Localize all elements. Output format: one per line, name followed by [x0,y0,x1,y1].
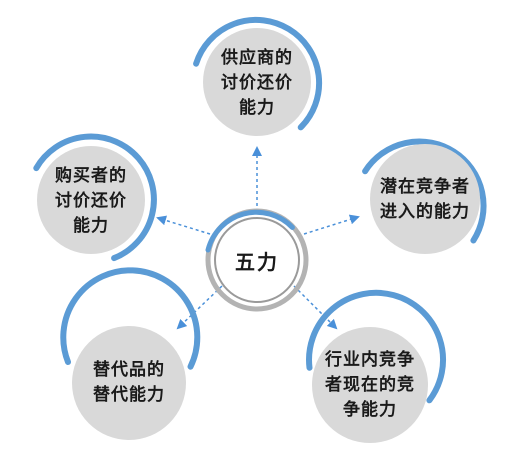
center-label: 五力 [235,249,279,274]
node-substitute-ring [60,267,201,370]
node-new-entrant-ring [362,138,487,244]
connectors [156,146,360,330]
node-new-entrant-circle [370,144,480,254]
center-node [205,208,309,312]
connector-arrow-substitute [176,285,223,330]
node-substitute [60,267,201,440]
node-rivalry [306,289,446,443]
node-substitute-circle [72,326,186,440]
node-buyer [33,133,157,262]
node-rivalry-label: 行业内竞争 者现在的竞 争能力 [325,349,415,420]
center-node-inner-white [214,217,300,303]
center-node-blue-ring [205,209,295,253]
node-supplier-ring [193,16,323,131]
node-supplier-circle [203,28,311,136]
node-supplier-label: 供应商的 讨价还价 能力 [221,47,293,118]
connector-arrow-new-entrant [303,214,360,235]
node-rivalry-ring [306,289,446,404]
node-substitute-label: 替代品的 替代能力 [93,360,165,405]
connector-arrow-rivalry [293,285,338,330]
node-buyer-label: 购买者的 讨价还价 能力 [55,165,127,236]
node-new-entrant-label: 潜在竞争者 进入的能力 [380,177,470,222]
node-buyer-circle [37,146,145,254]
node-new-entrant [362,138,487,254]
node-buyer-ring [33,133,157,262]
node-supplier [193,16,323,136]
node-rivalry-circle [312,327,428,443]
connector-arrow-buyer [156,215,211,235]
